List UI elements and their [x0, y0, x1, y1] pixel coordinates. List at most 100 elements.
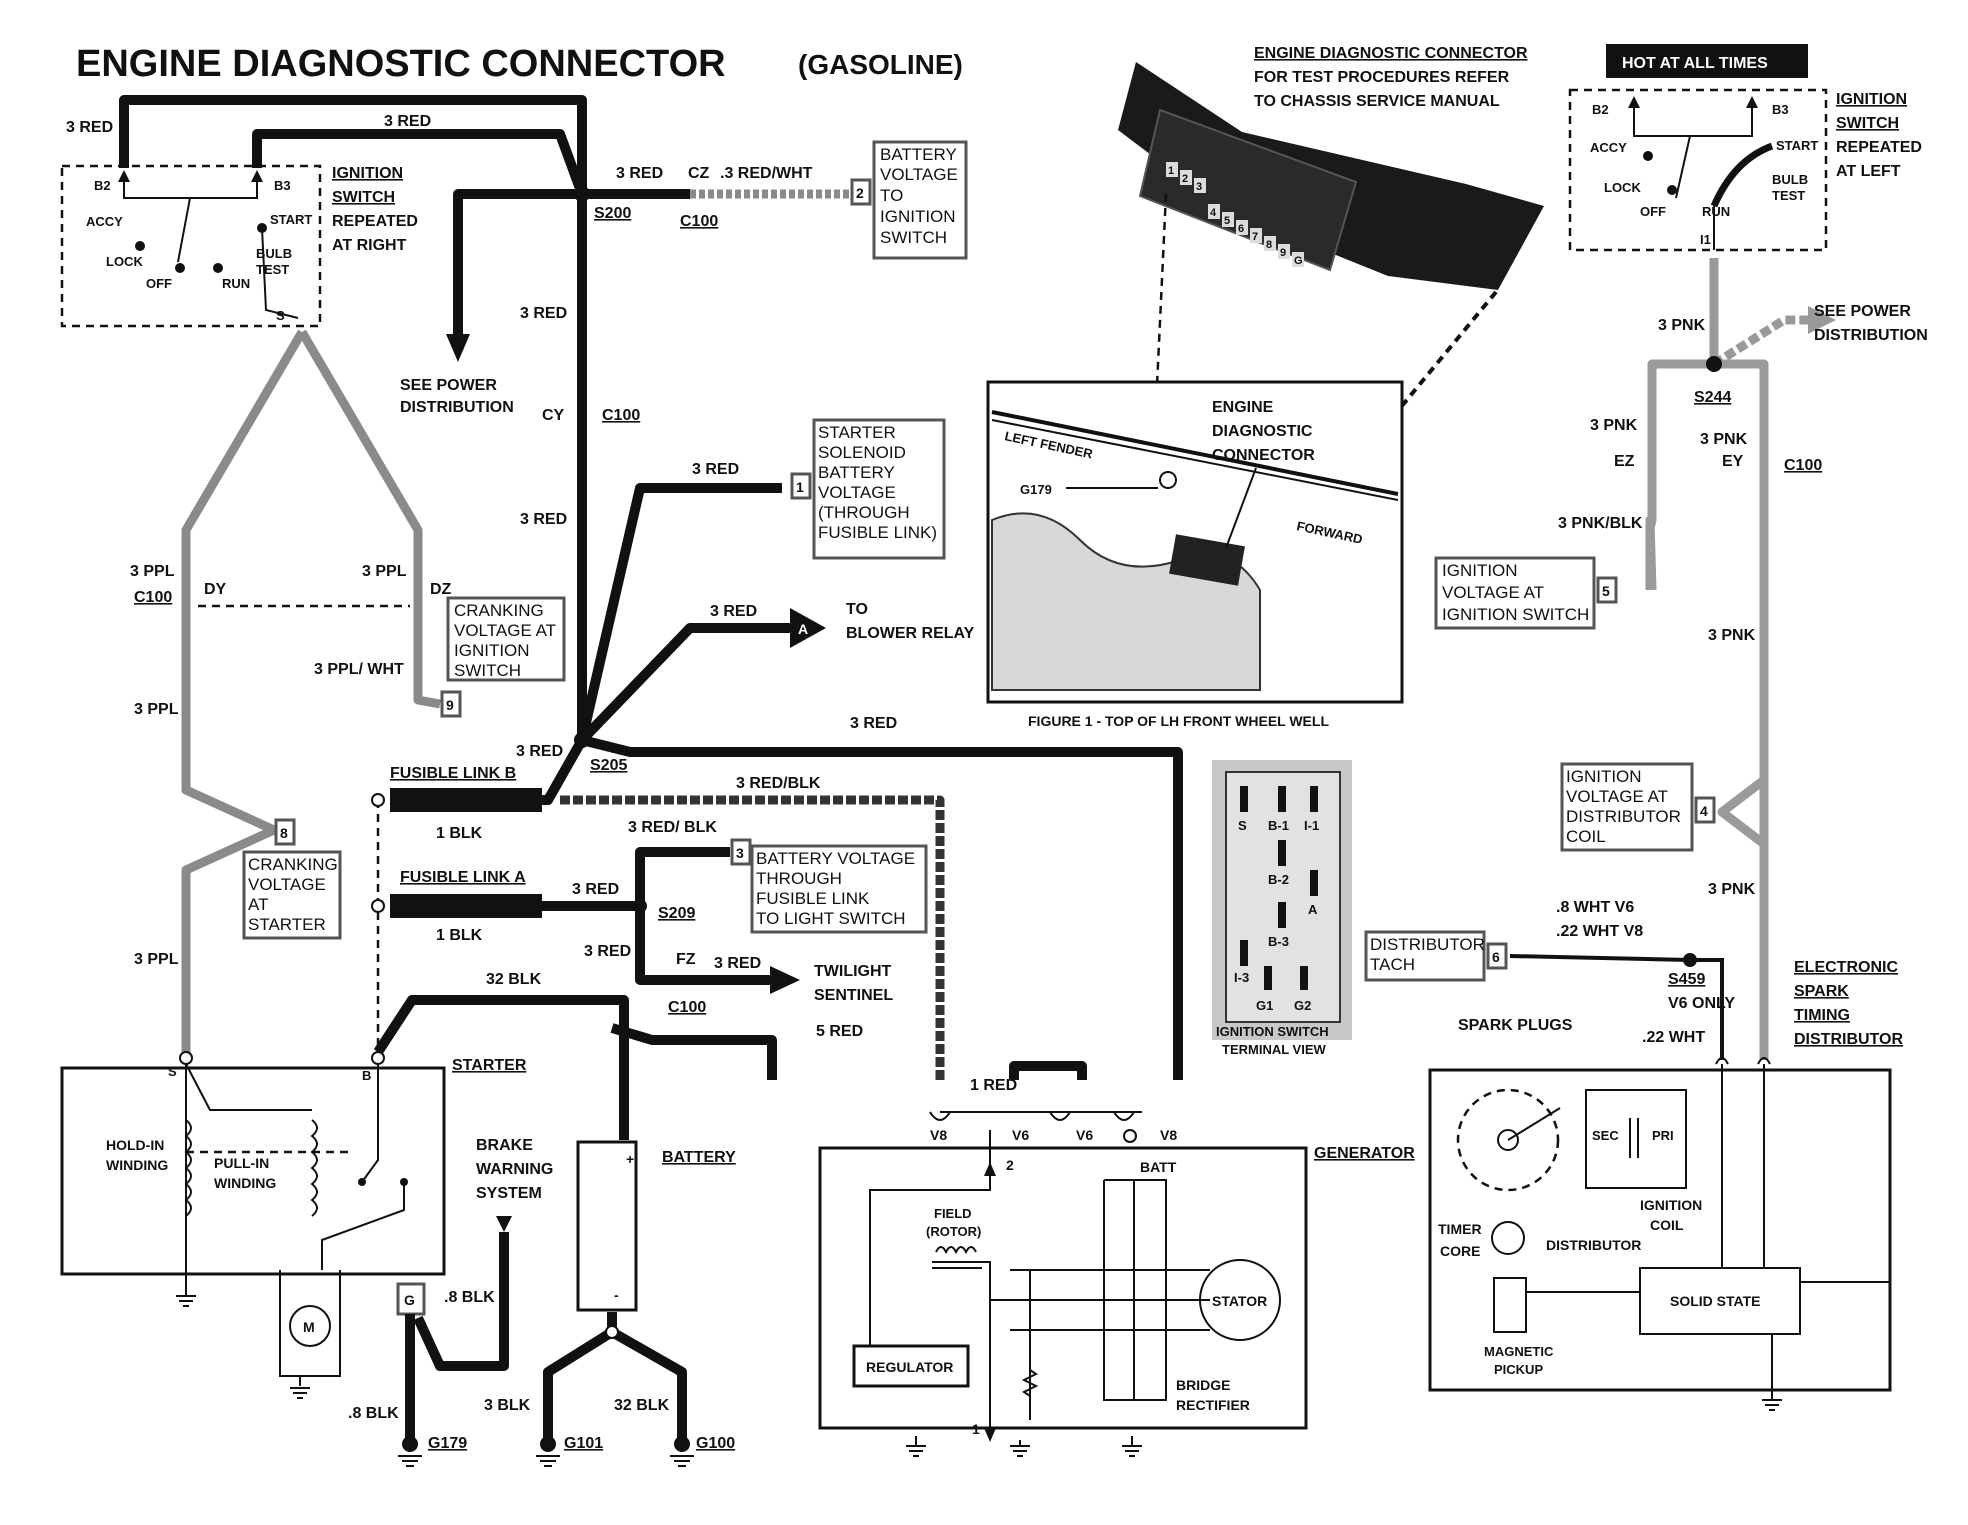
pos-start: START [1776, 138, 1818, 153]
edc-label-3: CONNECTOR [1212, 447, 1315, 464]
connector-pin [1292, 252, 1304, 267]
terminal-slot [1310, 786, 1318, 812]
generator: 1 RED V8 V6 V6 V8 BATT 2 FIELD (ROTOR) R… [818, 1061, 1415, 1457]
terminal-b: B [362, 1068, 371, 1083]
connector-pin-label: 4 [1210, 207, 1217, 219]
arrow-up-icon [118, 170, 130, 182]
brake-label-2: WARNING [476, 1161, 553, 1178]
wire-1red-v6 [1009, 1061, 1087, 1080]
callout-2-line: IGNITION [880, 207, 956, 226]
callout-2-line: VOLTAGE [880, 165, 958, 184]
connector-fz: FZ [676, 951, 696, 968]
terminal-view: S B-1 I-1 B-2 A B-3 I-3 G1 G2 IGNITION S… [1212, 760, 1352, 1057]
terminal-slot [1240, 786, 1248, 812]
ground-icon [1010, 1440, 1030, 1457]
connector-c100: C100 [134, 589, 172, 606]
ground-g101: G101 [564, 1435, 603, 1452]
solid-state-label: SOLID STATE [1670, 1293, 1760, 1309]
label-repeated: REPEATED [332, 213, 418, 230]
connector-cluster [1715, 1057, 1771, 1065]
connector-pin [1208, 204, 1220, 219]
coil-sec: SEC [1592, 1128, 1619, 1143]
connector-pin-label: 1 [1168, 165, 1174, 177]
connector-pin-label: 7 [1252, 231, 1258, 243]
wire-tach [1509, 954, 1724, 1060]
distributor-label: DISTRIBUTOR [1546, 1237, 1641, 1253]
pos-off: OFF [1640, 204, 1666, 219]
callout-8-number: 8 [280, 825, 288, 841]
ignition-switch-right-bus [1633, 104, 1753, 137]
edc-label: ENGINE [1212, 399, 1274, 416]
terminal-b2: B2 [1592, 102, 1609, 117]
splice-s459 [1683, 953, 1697, 967]
callout-4: 4 IGNITION VOLTAGE AT DISTRIBUTOR COIL [1560, 762, 1716, 852]
terminal-a: A [1308, 902, 1318, 917]
wire-label: 3 RED/ BLK [628, 819, 717, 836]
fusible-link-b [390, 788, 542, 812]
ground-node [402, 1436, 418, 1452]
callout-2-box [872, 140, 968, 260]
magnetic-pickup-icon [1493, 1277, 1527, 1333]
callout-6-line: TACH [1370, 955, 1415, 974]
generator-2: 2 [1006, 1157, 1014, 1173]
ground-icon [290, 1376, 310, 1399]
terminal-slot [1278, 902, 1286, 928]
label-repeated: REPEATED [1836, 139, 1922, 156]
ignition-coil-box [1585, 1089, 1687, 1189]
regulator-box [852, 1344, 970, 1388]
wire-label: 3 RED [572, 881, 619, 898]
callout-9-tab [440, 690, 462, 718]
ignition-switch-left-bus [123, 178, 258, 199]
est-label-2: SPARK [1794, 983, 1849, 1000]
wire-label: 3 RED [692, 461, 739, 478]
callout-1-line: (THROUGH [818, 503, 910, 522]
terminal-slot [1310, 870, 1318, 896]
wire-label: 3 RED [710, 603, 757, 620]
connector-pin-label: 5 [1224, 215, 1230, 227]
terminal-node [371, 793, 385, 807]
fusible-link-a-label: FUSIBLE LINK A [400, 869, 526, 886]
callout-4-line: COIL [1566, 827, 1606, 846]
callout-4-line: IGNITION [1566, 767, 1642, 786]
connector-pin [1166, 162, 1178, 177]
battery-plus: + [626, 1151, 634, 1167]
splice-s209 [633, 899, 647, 913]
terminal-i1: I1 [1700, 232, 1711, 247]
callout-9: 9 CRANKING VOLTAGE AT IGNITION SWITCH [440, 596, 566, 718]
see-power-label-2: DISTRIBUTION [1814, 327, 1928, 344]
hold-in-label: HOLD-IN [106, 1137, 164, 1153]
magnetic-label-2: PICKUP [1494, 1362, 1543, 1377]
pos-bulb: BULB [256, 246, 292, 261]
wire-label: 5 RED [816, 1023, 863, 1040]
wire-label: .8 WHT V6 [1556, 899, 1634, 916]
callout-9-line: VOLTAGE AT [454, 621, 556, 640]
timer-label: TIMER [1438, 1221, 1482, 1237]
arrow-up-icon [1628, 96, 1640, 108]
twilight-label: TWILIGHT [814, 963, 892, 980]
arrow-right-icon [1808, 306, 1836, 334]
ign-coil-label: IGNITION [1640, 1197, 1702, 1213]
callout-3-line: THROUGH [756, 869, 842, 888]
ignition-switch-right: B2 B3 ACCY LOCK OFF RUN START BULB TEST … [1568, 88, 1922, 252]
callout-6-tab [1486, 942, 1508, 970]
generator-batt: BATT [1140, 1159, 1177, 1175]
bridge-frame [1103, 1179, 1167, 1401]
generator-2-lead [869, 1130, 991, 1346]
pos-start: START [270, 212, 312, 227]
pull-in-label: PULL-IN [214, 1155, 269, 1171]
edc-label-2: DIAGNOSTIC [1212, 423, 1313, 440]
ign-coil-label-2: COIL [1650, 1217, 1684, 1233]
coil-pri: PRI [1652, 1128, 1674, 1143]
resistor-icon [1021, 1369, 1039, 1397]
splice-s200 [574, 186, 590, 202]
callout-3-box [750, 844, 928, 934]
pos-bulb: BULB [1772, 172, 1808, 187]
callout-5-box [1434, 556, 1596, 630]
callout-9-box [446, 596, 566, 682]
field-label: FIELD [934, 1206, 972, 1221]
wire-3red-b3 [252, 129, 587, 196]
callout-2-line: BATTERY [880, 145, 957, 164]
ignition-switch-right-box [1568, 88, 1828, 252]
callout-3-tab [730, 838, 752, 866]
connector-cz: CZ [688, 165, 710, 182]
